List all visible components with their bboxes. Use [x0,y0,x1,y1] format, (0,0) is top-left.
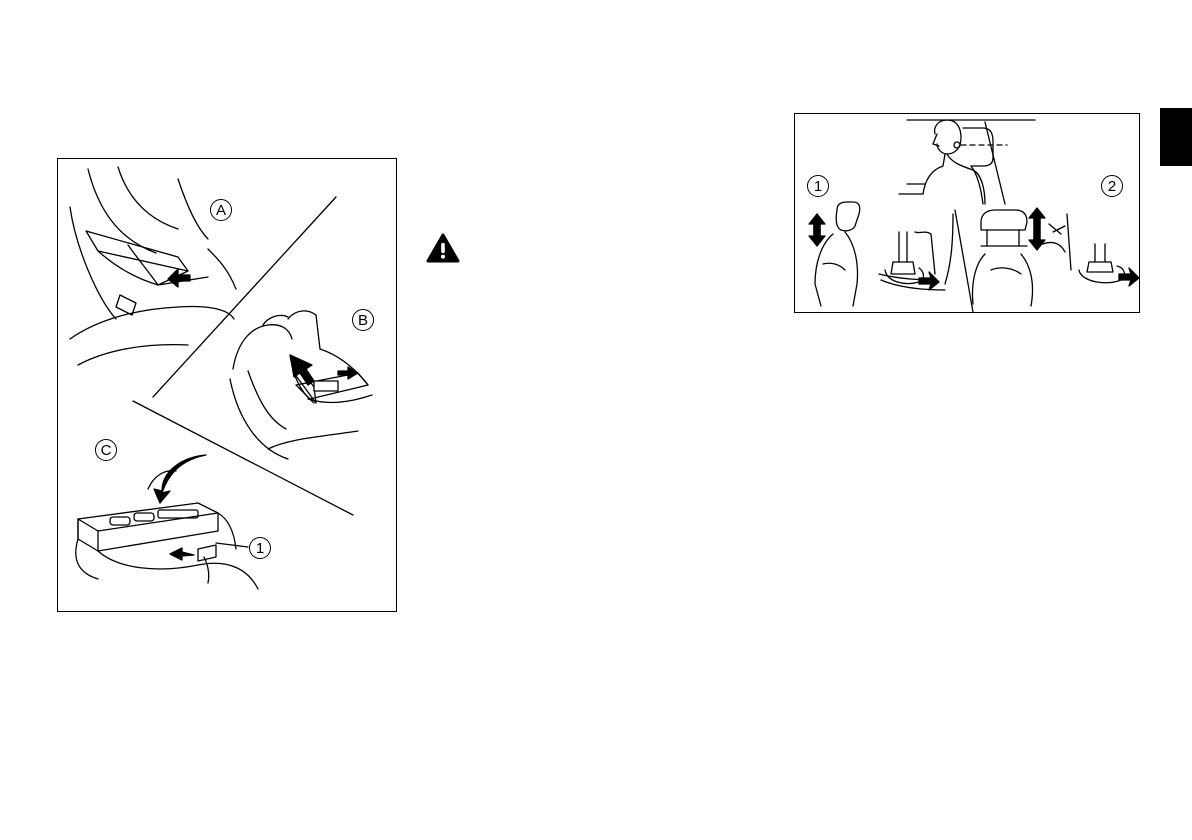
callout-a: A [210,199,232,221]
callout-1: 1 [249,537,271,559]
warning-triangle-icon [426,233,460,263]
armrest-line-drawing [58,159,398,613]
section-tab [1160,108,1192,166]
callout-1: 1 [807,175,829,197]
head-restraint-line-drawing [795,114,1141,314]
head-restraint-illustration: 1 2 [794,113,1140,313]
callout-2: 2 [1101,175,1123,197]
callout-c: C [95,439,117,461]
callout-b: B [352,309,374,331]
armrest-illustration: A B C 1 [57,158,397,612]
